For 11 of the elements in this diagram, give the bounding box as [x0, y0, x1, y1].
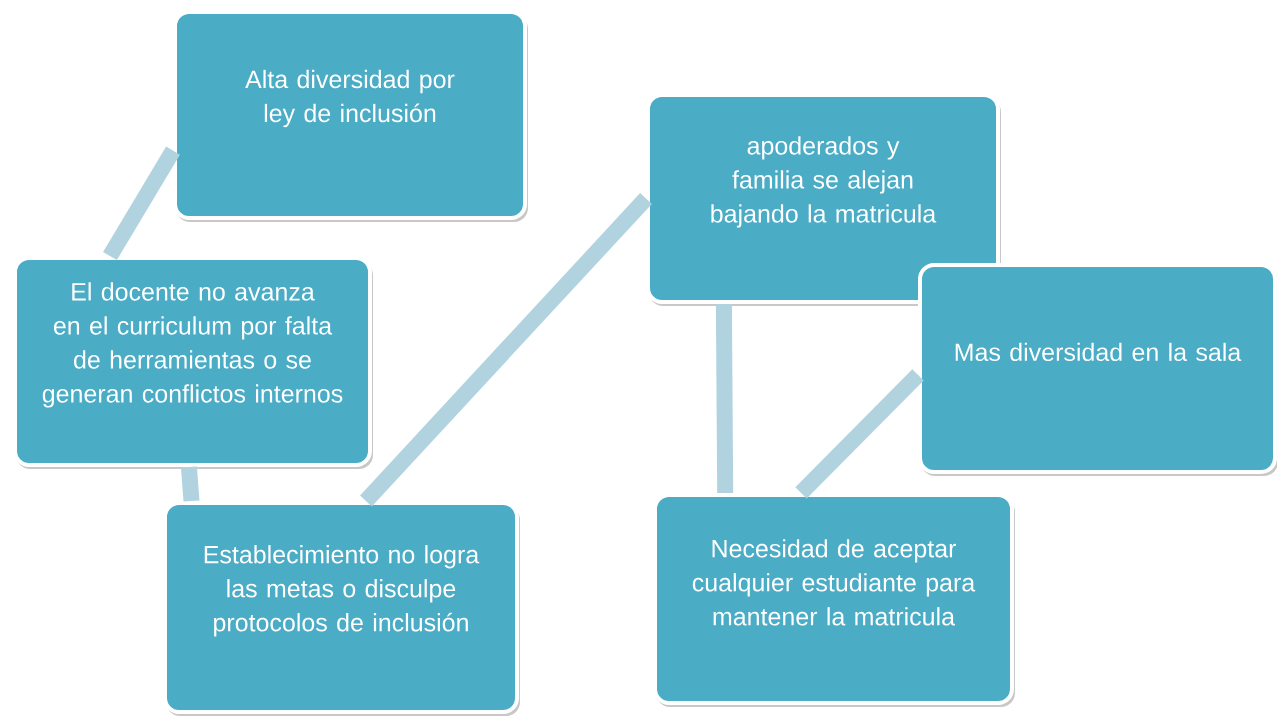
connector-line	[360, 193, 652, 507]
process-box: Necesidad de aceptar cualquier estudiante para mantener la matricula	[653, 493, 1015, 707]
process-box: Mas diversidad en la sala	[918, 263, 1277, 476]
connector-line	[180, 466, 200, 502]
process-box: El docente no avanza en el curriculum por falta de herramientas o se generan conflictos internos	[13, 256, 373, 469]
process-box: Establecimiento no logra las metas o disculpe protocolos de inclusión	[163, 501, 520, 716]
process-box: Alta diversidad por ley de inclusión	[173, 10, 528, 222]
connector-line	[103, 146, 180, 261]
process-box: apoderados y familia se alejan bajando la matricula	[646, 93, 1001, 306]
connector-line	[715, 303, 734, 494]
connector-line	[795, 369, 924, 499]
